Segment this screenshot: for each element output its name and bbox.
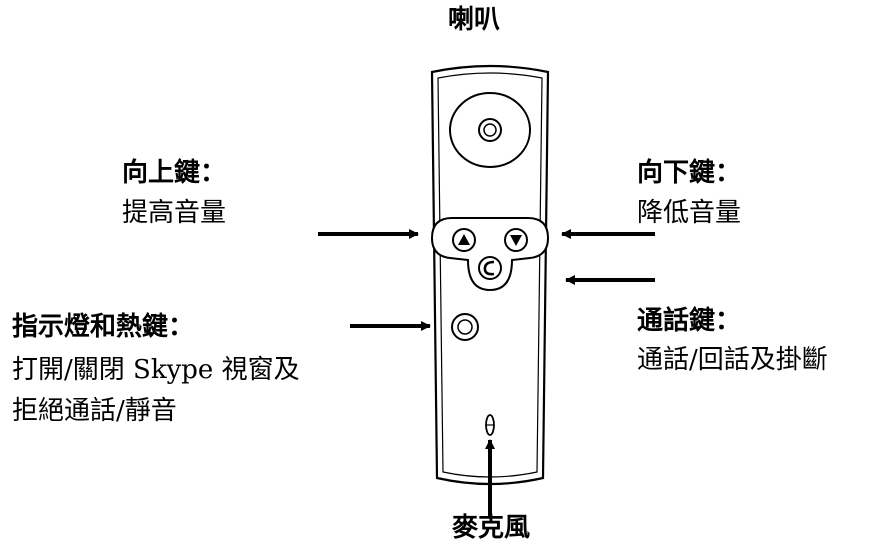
call-title: 通話鍵： xyxy=(637,306,742,336)
indicator-title: 指示燈和熱鍵： xyxy=(12,312,195,342)
phone-icon xyxy=(483,260,495,276)
call-button[interactable] xyxy=(478,256,502,280)
triangle-down-icon xyxy=(510,235,522,246)
volume-up-button[interactable] xyxy=(452,228,476,252)
speaker-grille xyxy=(449,92,531,168)
indicator-desc-line2: 拒絕通話/靜音 xyxy=(12,396,177,426)
triangle-up-icon xyxy=(458,234,470,245)
volume-up-title: 向上鍵： xyxy=(122,158,227,188)
microphone-hole xyxy=(485,414,495,436)
speaker-label: 喇叭 xyxy=(448,5,501,35)
indicator-hotkey-button[interactable] xyxy=(451,313,479,341)
microphone-label: 麥克風 xyxy=(452,513,531,543)
volume-up-desc: 提高音量 xyxy=(122,198,227,228)
volume-down-desc: 降低音量 xyxy=(637,198,742,228)
volume-down-title: 向下鍵： xyxy=(637,158,742,188)
volume-down-button[interactable] xyxy=(504,228,528,252)
indicator-desc-line1: 打開/關閉 Skype 視窗及 xyxy=(12,355,300,385)
call-desc: 通話/回話及掛斷 xyxy=(637,345,828,375)
